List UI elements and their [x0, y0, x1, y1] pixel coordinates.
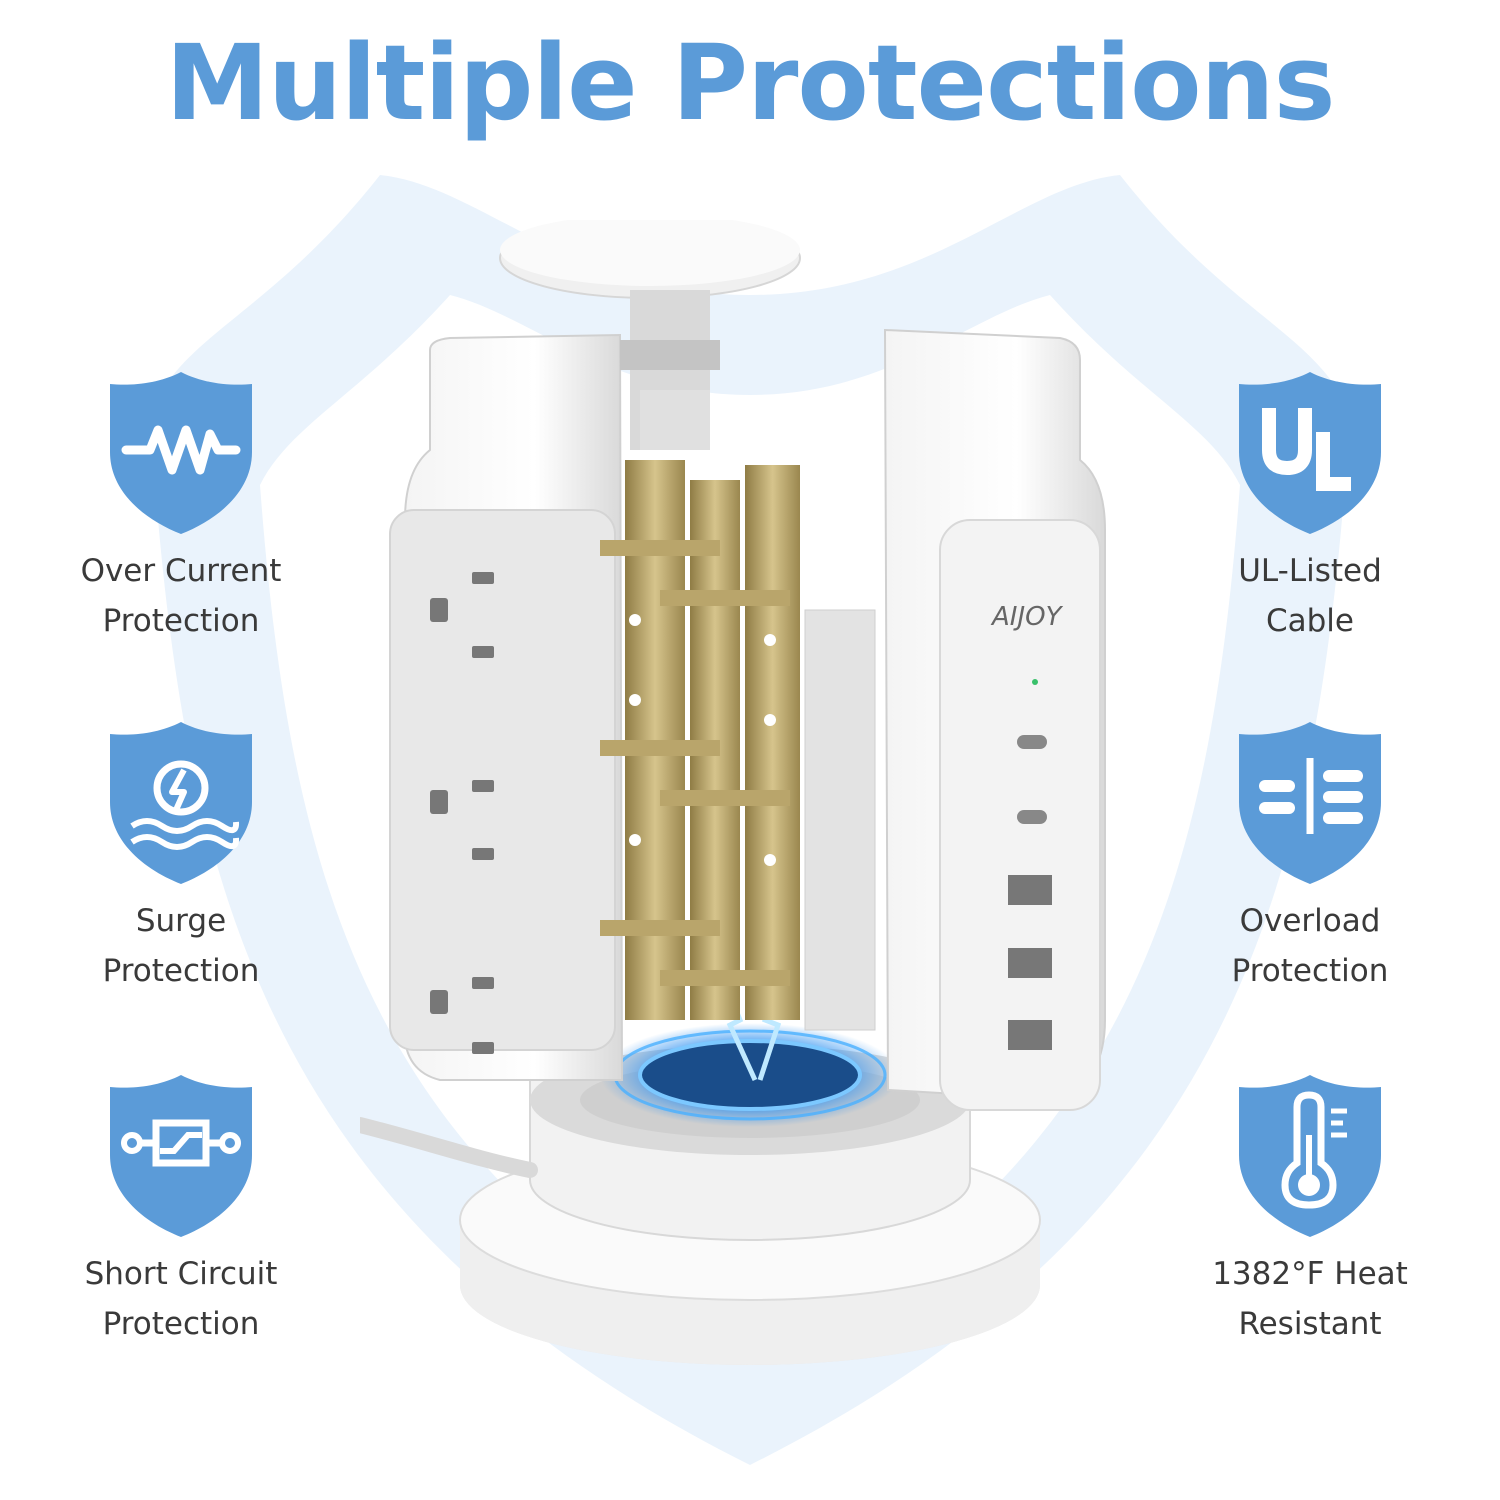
feature-short-circuit: Short Circuit Protection — [21, 1075, 341, 1349]
feature-label-line2: Cable — [1265, 603, 1354, 639]
feature-label-line1: 1382°F Heat — [1212, 1256, 1408, 1292]
left-shell — [389, 333, 624, 1081]
overload-bars-icon — [1239, 722, 1381, 884]
feature-label-line2: Protection — [102, 953, 260, 989]
top-cap — [499, 220, 801, 450]
feature-label-line2: Protection — [102, 603, 260, 639]
brand-logo: AIJOY — [990, 602, 1064, 632]
feature-label-line1: UL-Listed — [1238, 553, 1382, 589]
feature-label-line2: Protection — [1231, 953, 1389, 989]
feature-heat-resistant: 1382°F Heat Resistant — [1150, 1075, 1470, 1349]
feature-label-line1: Surge — [135, 903, 227, 939]
feature-label-line2: Resistant — [1238, 1306, 1382, 1342]
feature-label-line1: Short Circuit — [84, 1256, 278, 1292]
surge-wave-icon — [110, 722, 252, 884]
feature-over-current: Over Current Protection — [21, 372, 341, 646]
power-tower-exploded-illustration: AIJOY — [360, 220, 1106, 1365]
feature-label-line1: Overload — [1239, 903, 1381, 939]
feature-surge: Surge Protection — [21, 722, 341, 996]
right-shell: AIJOY — [883, 328, 1106, 1111]
page-title: Multiple Protections — [165, 22, 1336, 144]
ul-logo-icon — [1239, 372, 1381, 534]
feature-label-line1: Over Current — [80, 553, 282, 589]
fuse-circuit-icon — [110, 1075, 252, 1237]
feature-ul-listed: UL-Listed Cable — [1150, 372, 1470, 646]
feature-label-line2: Protection — [102, 1306, 260, 1342]
feature-overload: Overload Protection — [1150, 722, 1470, 996]
resistor-icon — [110, 372, 252, 534]
brass-core — [600, 460, 876, 1031]
thermometer-icon — [1239, 1075, 1381, 1237]
